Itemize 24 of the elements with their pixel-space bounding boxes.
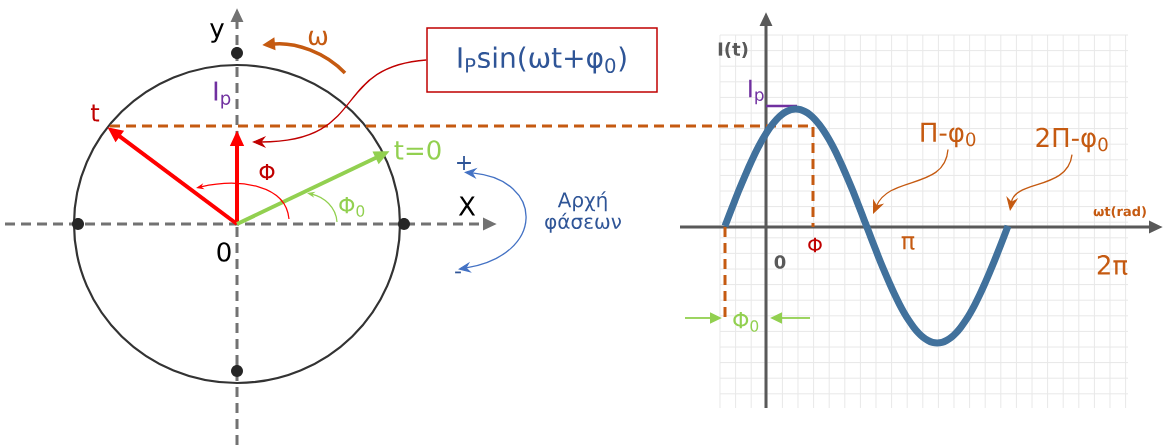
- note-label: Αρχή φάσεων: [545, 191, 621, 233]
- time-label: t: [90, 104, 100, 122]
- amplitude-label: I$_{p}$: [214, 81, 231, 109]
- axis-label: X: [458, 196, 476, 216]
- tick-label: π: [901, 236, 915, 250]
- angular-velocity-label: ω: [308, 30, 328, 46]
- sine-curve: [721, 105, 1012, 347]
- tick-label: 2π: [1097, 255, 1128, 275]
- sign-label: -: [455, 271, 461, 274]
- phase-label: Φ: [808, 237, 822, 253]
- amplitude-label: I$_{p}$: [749, 79, 764, 105]
- phase-label: Φ: [259, 163, 275, 180]
- origin-label: 0: [217, 242, 231, 262]
- curve-label: 2Π-φ$_{0}$: [1036, 127, 1108, 153]
- formula-box: I$_{P}$sin(ωt+φ$_{0}$): [426, 27, 658, 93]
- axis-label: y: [210, 23, 224, 43]
- phase-label: Φ$_{0}$: [733, 312, 759, 332]
- double-arrow: [873, 148, 949, 214]
- phase-label: Φ$_{0}$: [339, 197, 365, 217]
- axis-label: ωt(rad): [1093, 206, 1146, 218]
- axis-label: I(t): [718, 42, 748, 58]
- time-label: t=0: [394, 140, 441, 160]
- origin-label: 0: [774, 255, 786, 269]
- sign-label: +: [457, 156, 471, 170]
